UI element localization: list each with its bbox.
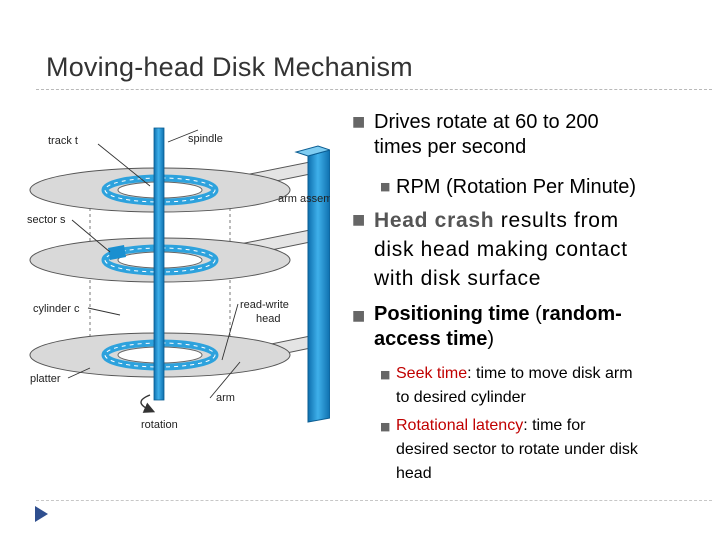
label-sector: sector s xyxy=(27,214,66,226)
square-bullet-icon: ■ xyxy=(352,212,366,228)
label-head: head xyxy=(256,313,280,325)
bullet-2: Head crash results from disk head making… xyxy=(374,209,628,290)
square-bullet-icon: ■ xyxy=(380,420,391,433)
rotational-latency-term: Rotational latency xyxy=(396,417,524,434)
label-arm: arm xyxy=(216,392,235,404)
label-track: track t xyxy=(48,135,78,147)
bullet-1-sub: RPM (Rotation Per Minute) xyxy=(396,176,637,198)
spindle-shaft xyxy=(153,127,165,401)
label-read-write: read-write xyxy=(240,299,289,311)
square-bullet-icon: ■ xyxy=(380,368,391,381)
seek-time-term: Seek time xyxy=(396,365,468,382)
disk-mechanism-diagram: track t spindle arm assembly sector s cy… xyxy=(27,127,330,431)
label-rotation: rotation xyxy=(141,419,178,431)
footer-divider xyxy=(36,500,712,501)
rotational-latency-item: Rotational latency: time for desired sec… xyxy=(396,417,638,482)
bullet-3: Positioning time (random- access time) xyxy=(374,303,622,350)
seek-time-item: Seek time: time to move disk arm to desi… xyxy=(396,365,633,406)
label-platter: platter xyxy=(30,373,61,385)
square-bullet-icon: ■ xyxy=(380,180,391,193)
label-spindle: spindle xyxy=(188,133,223,145)
slide-title: Moving-head Disk Mechanism xyxy=(46,52,413,82)
title-divider xyxy=(36,89,712,90)
bullet-1: Drives rotate at 60 to 200 times per sec… xyxy=(374,111,599,158)
arm-assembly-bar xyxy=(294,145,330,423)
label-arm-assembly: arm assembly xyxy=(278,193,330,205)
rotation-arrow-icon xyxy=(140,394,156,413)
nav-arrow-icon[interactable] xyxy=(33,505,49,523)
square-bullet-icon: ■ xyxy=(352,308,366,324)
label-cylinder: cylinder c xyxy=(33,303,80,315)
head-crash-term: Head crash xyxy=(374,209,495,232)
square-bullet-icon: ■ xyxy=(352,114,366,130)
